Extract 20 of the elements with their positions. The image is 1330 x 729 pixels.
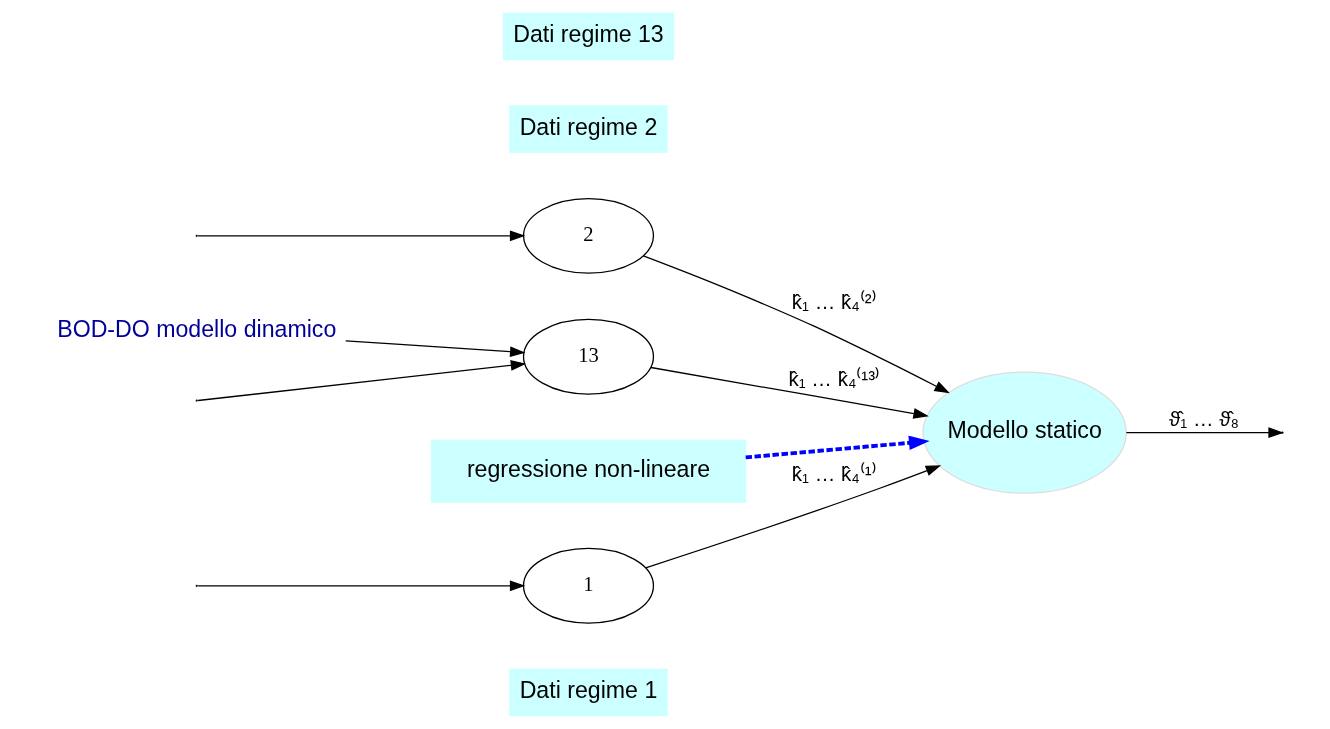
edge-label: k̂₁ … k̂₄⁽¹⁾: [791, 462, 877, 486]
arrow: [745, 435, 930, 460]
arrow: [196, 580, 525, 592]
arrow: [642, 255, 950, 394]
arrow: [344, 340, 525, 358]
node-box: Dati regime 2: [508, 105, 668, 153]
arrow: [196, 230, 525, 242]
edge-label: ϑ̂₁ … ϑ̂₈: [1168, 407, 1239, 430]
node-text: BOD-DO modello dinamico: [56, 315, 336, 342]
node-ellipse: 13: [522, 318, 654, 395]
node-box: Dati regime 13: [502, 12, 674, 61]
node-box: regressione non-lineare: [430, 439, 746, 503]
node-box: Dati regime 1: [508, 668, 668, 717]
edge-label: k̂₁ … k̂₄⁽²⁾: [791, 289, 877, 313]
edge-label: k̂₁ … k̂₄⁽¹³⁾: [787, 367, 880, 391]
node-ellipse: 1: [522, 547, 654, 624]
arrow: [196, 360, 526, 402]
arrow: [649, 366, 929, 419]
node-ellipse: 2: [522, 197, 654, 274]
arrow: [644, 465, 941, 569]
